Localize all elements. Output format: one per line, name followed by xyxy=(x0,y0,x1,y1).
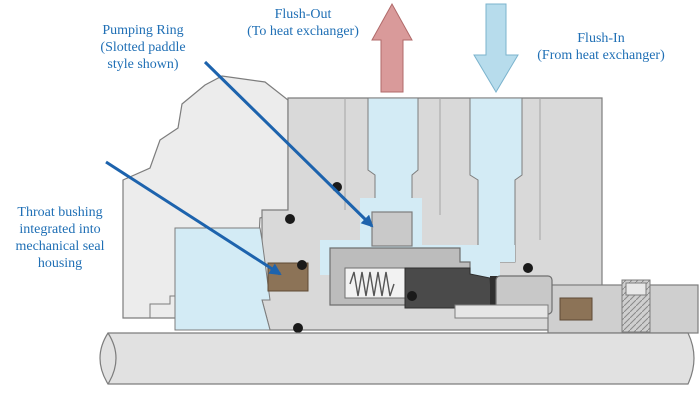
spring xyxy=(349,271,395,297)
o-ring xyxy=(523,263,533,273)
flush-out-arrow xyxy=(371,2,413,93)
flush-in-label: Flush-In (From heat exchanger) xyxy=(526,30,676,64)
pumping-ring-label: Pumping Ring (Slotted paddle style shown… xyxy=(88,22,198,73)
throat-bushing-line2: integrated into xyxy=(19,222,101,237)
shaft-break-line xyxy=(107,332,117,385)
pumping-ring-title: Pumping Ring xyxy=(102,23,184,38)
throat-bushing-label: Throat bushing integrated into mechanica… xyxy=(4,204,116,272)
set-screw-head xyxy=(625,282,647,296)
flush-out-title: Flush-Out xyxy=(274,7,332,22)
flush-in-subtitle: (From heat exchanger) xyxy=(537,48,665,63)
pumping-ring-line2: (Slotted paddle xyxy=(100,40,186,55)
seal-face-rotary xyxy=(490,276,498,308)
o-ring xyxy=(297,260,307,270)
o-ring xyxy=(407,291,417,301)
o-ring xyxy=(285,214,295,224)
throat-bushing-line1: Throat bushing xyxy=(17,205,103,220)
flush-out-label: Flush-Out (To heat exchanger) xyxy=(238,6,368,40)
flush-in-title: Flush-In xyxy=(577,31,625,46)
throat-bushing-line3: mechanical seal xyxy=(15,239,105,254)
pumping-ring-leader-arrow xyxy=(203,60,374,228)
seal-sleeve-step xyxy=(454,304,549,319)
outboard-bushing xyxy=(559,297,593,321)
throat-bushing-line4: housing xyxy=(37,256,83,271)
pumping-ring xyxy=(371,211,413,247)
shaft xyxy=(99,332,695,385)
throat-bushing-leader-arrow xyxy=(105,160,282,276)
flush-in-port xyxy=(469,97,523,263)
flush-out-subtitle: (To heat exchanger) xyxy=(247,24,359,39)
pumping-ring-line3: style shown) xyxy=(107,57,179,72)
flush-in-arrow xyxy=(473,3,519,93)
flush-out-port xyxy=(367,97,419,201)
o-ring xyxy=(293,323,303,333)
throat-fluid-gap xyxy=(174,227,271,331)
